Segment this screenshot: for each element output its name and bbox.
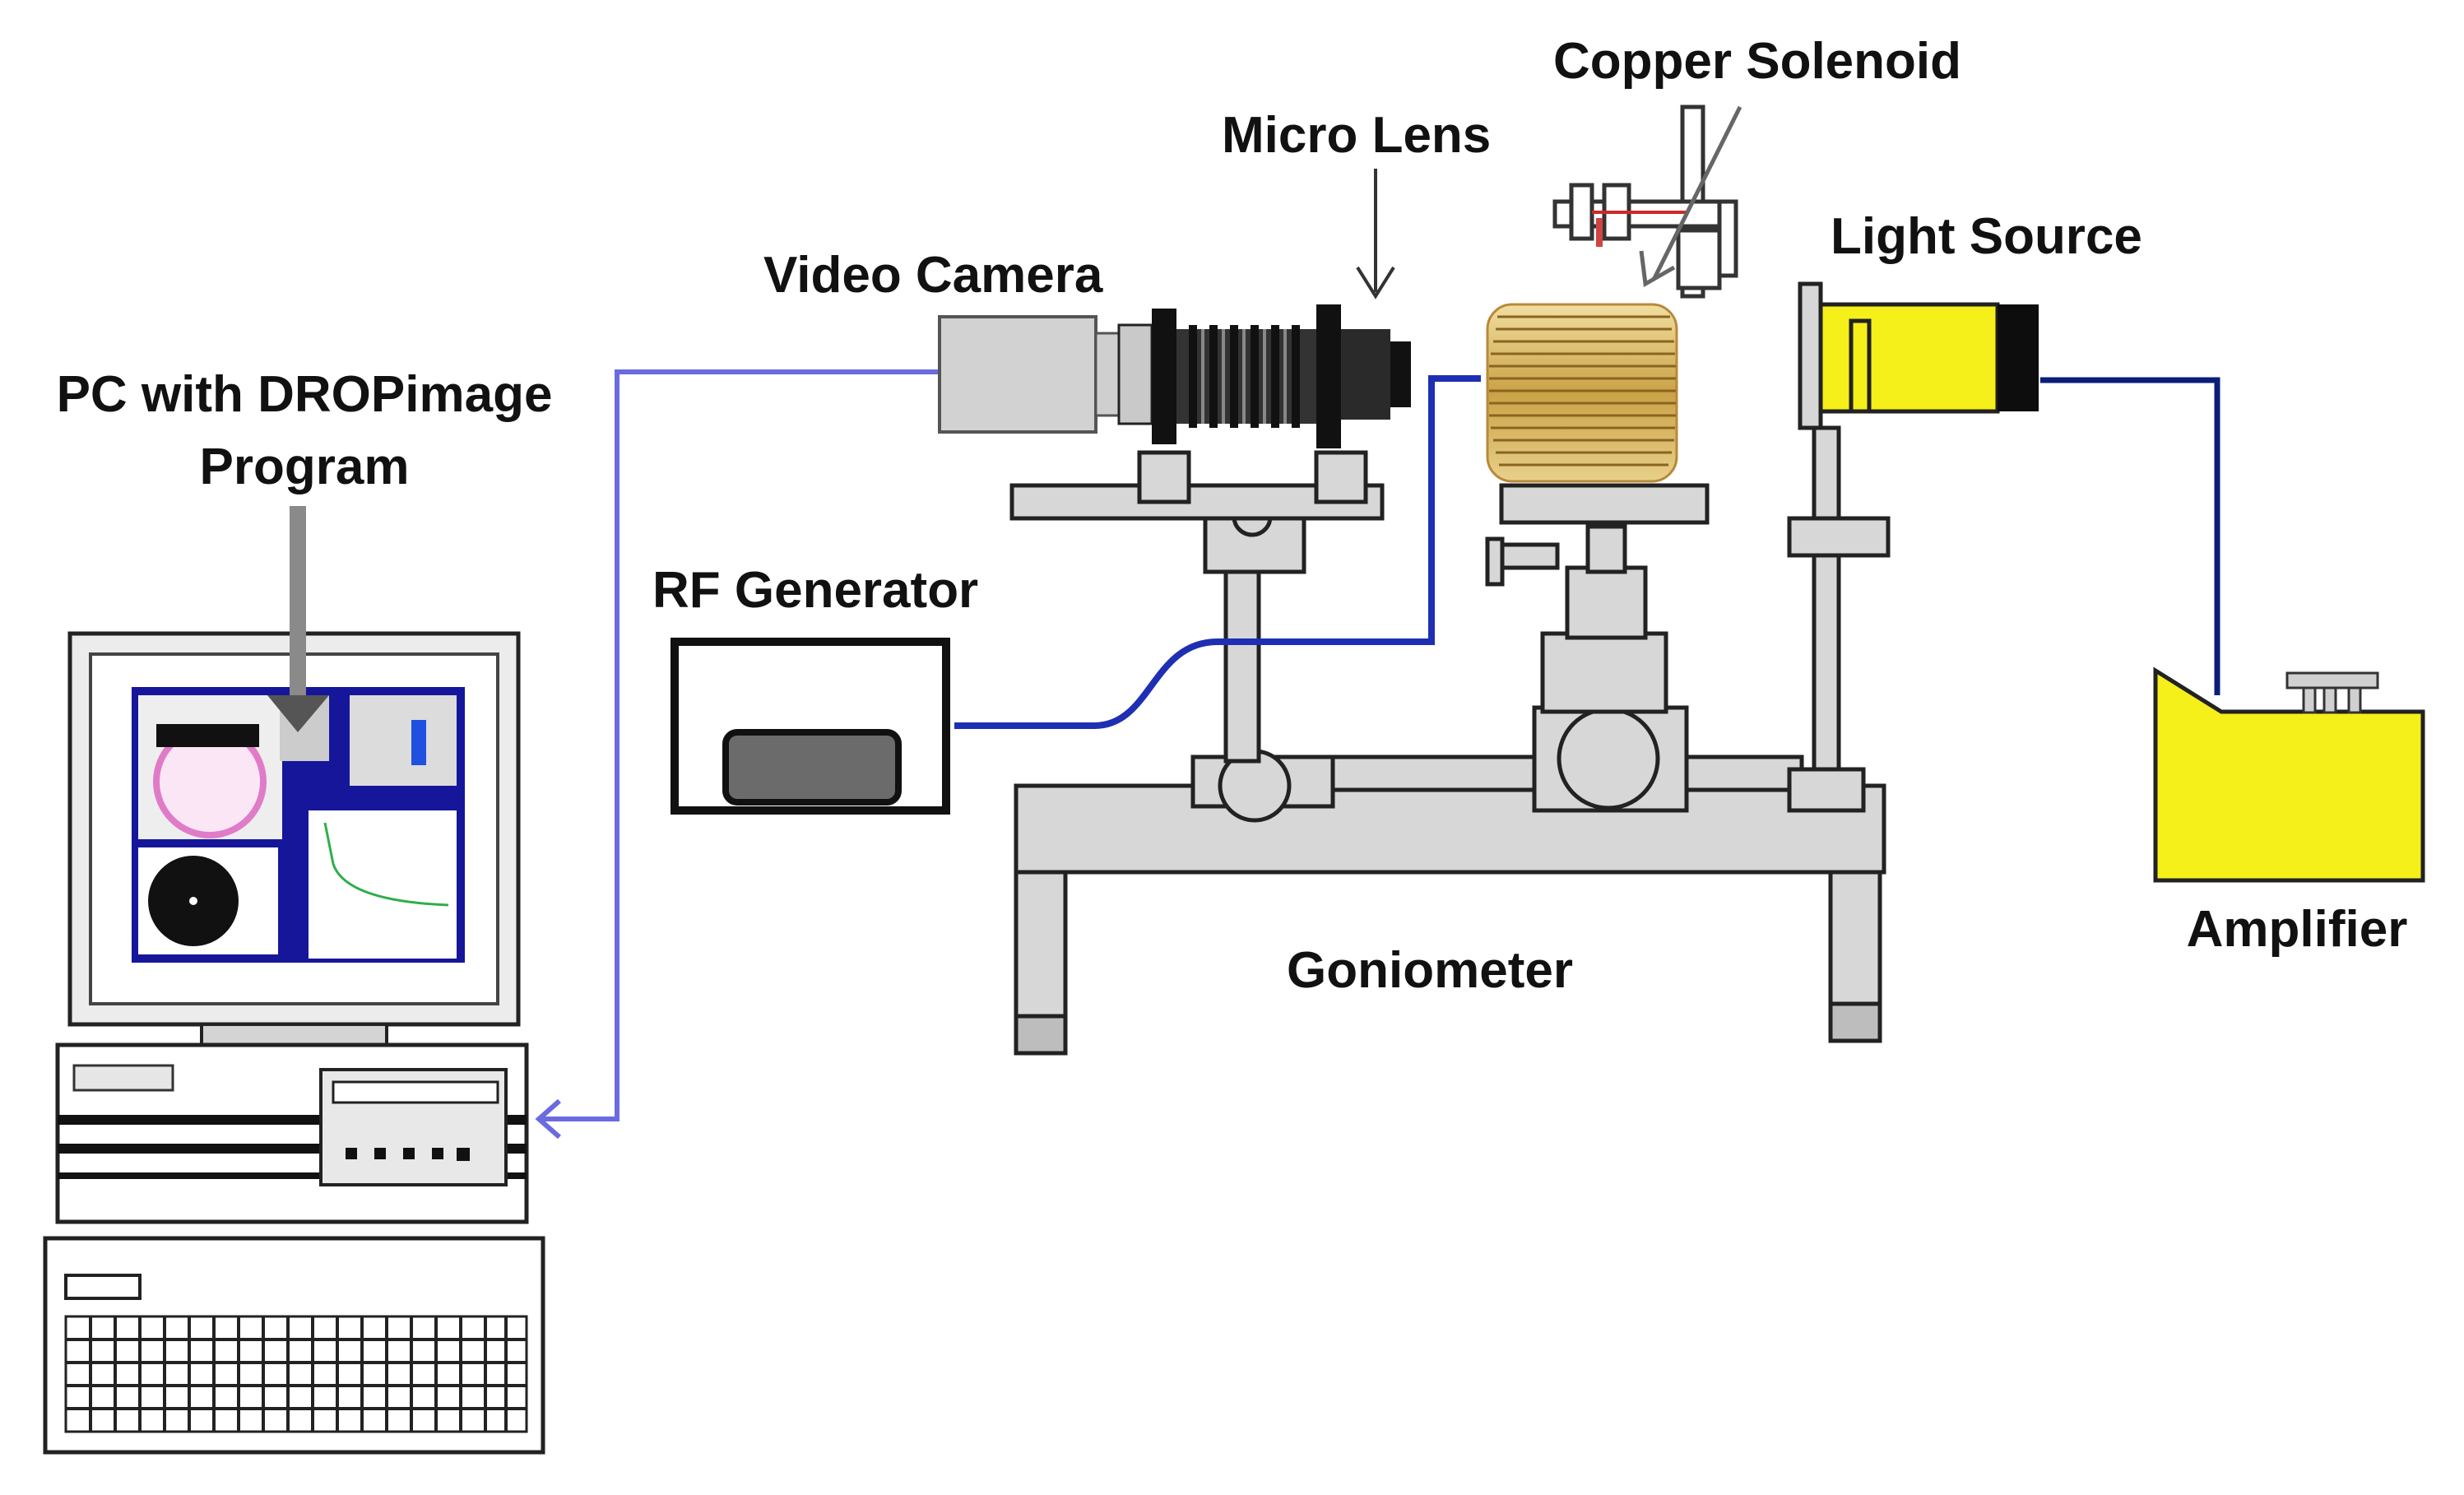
solenoid-stage (1485, 483, 1710, 813)
pc-cable-arrowhead (535, 1098, 561, 1140)
light-source-stand (1787, 425, 1891, 813)
label-amplifier: Amplifier (2187, 901, 2408, 958)
copper-solenoid-arrow (1639, 105, 1742, 288)
label-goniometer: Goniometer (1287, 942, 1573, 999)
pc-camera-cable (539, 369, 942, 1121)
amplifier-cable (2040, 377, 2220, 695)
label-micro-lens: Micro Lens (1222, 107, 1491, 164)
label-light-source: Light Source (1831, 208, 2142, 265)
micro-lens-bellows (1152, 304, 1411, 448)
micro-lens-arrow (1356, 169, 1395, 299)
light-source (1798, 281, 2039, 430)
rf-cable (954, 375, 1481, 729)
syringe-red-mark (1596, 218, 1603, 247)
goniometer-bench (1014, 749, 1886, 1056)
copper-solenoid (1486, 303, 1678, 483)
label-rf-generator: RF Generator (652, 562, 978, 619)
label-video-camera: Video Camera (763, 247, 1103, 304)
camera-stand (1203, 491, 1306, 764)
pc-label-arrow (267, 506, 329, 732)
label-pc-line1: PC with DROPimage (57, 366, 553, 423)
rf-generator (671, 638, 950, 815)
amplifier (2153, 666, 2425, 883)
video-camera (938, 315, 1153, 434)
pc-computer (43, 631, 545, 1455)
label-pc-line2: Program (200, 439, 410, 495)
camera-base-plate (1009, 450, 1385, 521)
label-copper-solenoid: Copper Solenoid (1553, 33, 1961, 90)
